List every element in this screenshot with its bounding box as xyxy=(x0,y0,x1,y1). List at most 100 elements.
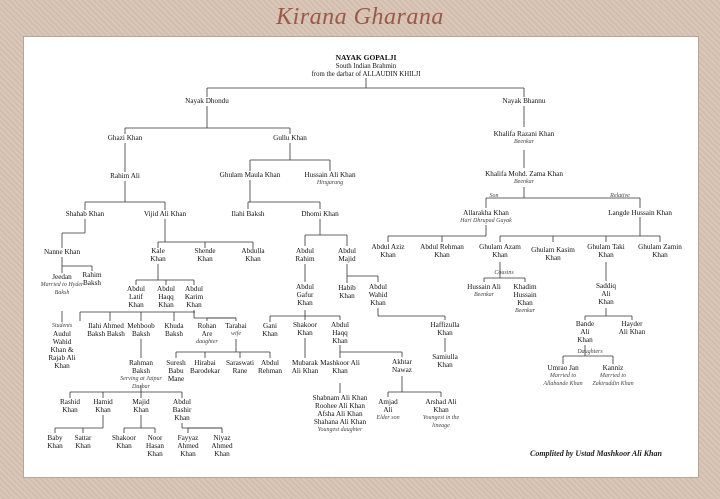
node-arshad-ali-khan: Arshad Ali Khan Youngest in the lineage xyxy=(419,398,463,430)
node-mehboob-baksh: Mehboob Baksh xyxy=(127,322,155,338)
node-abdulla-khan: Abdulla Khan xyxy=(241,247,265,263)
node-name: Umrao Jan xyxy=(547,364,579,372)
node-hirabai-barodekar: Hirabai Barodekar xyxy=(190,359,220,375)
node-note: Beenkar xyxy=(514,179,534,185)
node-note: Married to Hyder Baksh xyxy=(40,282,84,296)
node-note: Beenkar xyxy=(474,292,494,298)
child-roohee: Roohee Ali Khan xyxy=(315,402,365,410)
node-shende-khan: Shende Khan xyxy=(194,247,216,263)
node-note: Hingarang xyxy=(316,180,344,186)
node-saddiq-ali-khan: Saddiq Ali Khan xyxy=(596,282,616,306)
node-kanniz: Kanniz Married to Zakiruddin Khan xyxy=(588,364,638,388)
root-origin: South Indian Brahmin xyxy=(335,62,397,70)
students-list: Audul Wahid Khan & Rajab Ali Khan xyxy=(48,330,76,370)
node-shakoor-khan-2: Shakoor Khan xyxy=(112,434,136,450)
node-nayak-dhondu: Nayak Dhondu xyxy=(185,97,229,105)
node-noor-hasan-khan: Noor Hasan Khan xyxy=(146,434,164,458)
node-abdul-haqq-khan: Abdul Haqq Khan xyxy=(157,285,175,309)
node-ghulam-kasim-khan: Ghulam Kasim Khan xyxy=(531,246,575,262)
child-shabnam: Shabnam Ali Khan xyxy=(312,394,368,402)
node-name: Jeedan xyxy=(52,273,72,281)
node-gani-khan: Gani Khan xyxy=(262,322,278,338)
node-samiulla-khan: Samiulla Khan xyxy=(432,353,458,369)
node-note: wife xyxy=(231,331,241,337)
cousins-label: Cousins xyxy=(494,270,514,276)
node-note: Serving at Jaipur Darbar xyxy=(120,376,162,390)
node-name: Khadim Hussain Khan xyxy=(513,283,537,307)
node-abdul-aziz-khan: Abdul Aziz Khan xyxy=(371,243,405,259)
node-nanne-khan: Nanne Khan xyxy=(43,248,81,256)
root-node-nayak-gopalji: NAYAK GOPALJI South Indian Brahmin from … xyxy=(311,53,421,80)
node-jeedan: Jeedan Married to Hyder Baksh xyxy=(40,273,84,297)
node-abdul-bashir-khan: Abdul Bashir Khan xyxy=(172,398,192,422)
node-note: Married to Zakiruddin Khan xyxy=(592,373,634,387)
node-name: Tarabai xyxy=(225,322,247,330)
root-darbar: from the darbar of ALLAUDIN KHILJI xyxy=(311,71,421,78)
node-hussain-ali-khan: Hussain Ali Khan Hingarang xyxy=(304,171,355,187)
node-abdul-karim-khan: Abdul Karim Khan xyxy=(184,285,204,309)
node-name: Khalifa Mohd. Zama Khan xyxy=(485,170,563,178)
child-shahana: Shahana Ali Khan xyxy=(313,418,367,426)
node-allarakha-khan: Allarakha Khan Hari Dhrupad Gayak xyxy=(460,209,512,225)
node-umrao-jan: Umrao Jan Married to Allabande Khan xyxy=(539,364,587,388)
node-khadim-hussain-khan: Khadim Hussain Khan Beenkar xyxy=(505,283,545,315)
node-abdul-majid: Abdul Majid xyxy=(338,247,356,263)
node-habib-khan: Habib Khan xyxy=(338,284,356,300)
node-name: Kanniz xyxy=(602,364,624,372)
node-ilahi-baksh: Ilahi Baksh xyxy=(231,210,265,218)
node-ghulam-zamin-khan: Ghulam Zamin Khan xyxy=(638,243,682,259)
node-bande-ali-khan: Bande Ali Khan xyxy=(575,320,595,344)
node-khalifa-razani-khan: Khalifa Razani Khan Beenkar xyxy=(494,130,555,146)
child-afsha: Afsha Ali Khan xyxy=(317,410,363,418)
node-mashkoor-ali-khan: Mashkoor Ali Khan xyxy=(320,359,360,375)
node-note: Youngest in the lineage xyxy=(422,415,460,429)
node-majid-khan: Majid Khan xyxy=(132,398,150,414)
node-mubarak-ali-khan: Mubarak Ali Khan xyxy=(291,359,319,375)
node-note: daughter xyxy=(196,339,218,345)
node-kale-khan: Kale Khan xyxy=(150,247,166,263)
students-label: Students xyxy=(51,323,73,329)
node-name: Amjad Ali xyxy=(378,398,398,414)
node-ghulam-maula-khan: Ghulam Maula Khan xyxy=(219,171,281,179)
node-note: Beenkar xyxy=(513,139,534,145)
tree-panel xyxy=(24,37,698,477)
node-mashkoor-children: Shabnam Ali Khan Roohee Ali Khan Afsha A… xyxy=(313,394,368,434)
node-hussain-ali-beenkar: Hussain Ali Beenkar xyxy=(467,283,501,299)
daughters-label: Daughters xyxy=(577,349,603,355)
node-amjad-ali: Amjad Ali Elder son xyxy=(376,398,400,422)
node-ghazi-khan: Ghazi Khan xyxy=(107,134,143,142)
node-ghulam-taki-khan: Ghulam Taki Khan xyxy=(587,243,625,259)
node-shahab-khan: Shahab Khan xyxy=(65,210,105,218)
node-rahim-baksh: Rahim Baksh xyxy=(82,271,102,287)
node-rahman-baksh: Rahman Baksh Serving at Jaipur Darbar xyxy=(120,359,162,391)
node-note: Married to Allabande Khan xyxy=(543,373,583,387)
node-name: Arshad Ali Khan xyxy=(425,398,457,414)
node-shakoor-khan: Shakoor Khan xyxy=(293,321,317,337)
node-gullu-khan: Gullu Khan xyxy=(273,134,307,142)
root-name: NAYAK GOPALJI xyxy=(335,53,397,62)
node-name: Hussain Ali Khan xyxy=(304,171,356,179)
node-name: Rahman Baksh xyxy=(129,359,153,375)
node-abdul-rehman-khan: Abdul Rehman Khan xyxy=(420,243,464,259)
node-abdul-rahim: Abdul Rahim xyxy=(295,247,315,263)
node-ghulam-azam-khan: Ghulam Azam Khan xyxy=(479,243,521,259)
node-rahim-ali: Rahim Ali xyxy=(110,172,140,180)
node-fayyaz-ahmed-khan: Fayyaz Ahmed Khan xyxy=(177,434,199,458)
node-nayak-bhannu: Nayak Bhannu xyxy=(502,97,546,105)
node-hamid-khan: Hamid Khan xyxy=(93,398,113,414)
relative-label: Relative xyxy=(610,193,630,199)
node-note: Hari Dhrupad Gayak xyxy=(460,218,512,224)
node-ilahi-ahmed-baksh: Ilahi Ahmed Baksh Baksh xyxy=(87,322,125,338)
node-abdul-wahid-khan: Abdul Wahid Khan xyxy=(368,283,388,307)
node-abdul-gafur-khan: Abdul Gafur Khan xyxy=(296,283,314,307)
son-label: Son xyxy=(489,193,499,199)
node-note: Elder son xyxy=(376,415,400,421)
node-suresh-babu-mane: Suresh Babu Mane xyxy=(166,359,186,383)
node-akhtar-nawaz: Akhtar Nawaz xyxy=(392,358,412,374)
node-dhomi-khan: Dhomi Khan xyxy=(301,210,339,218)
credit-line: Complited by Ustad Mashkoor Ali Khan xyxy=(530,449,662,458)
node-name: Allarakha Khan xyxy=(463,209,509,217)
node-tarabai: Tarabai wife xyxy=(221,322,251,338)
node-rashid-khan: Rashid Khan xyxy=(60,398,80,414)
